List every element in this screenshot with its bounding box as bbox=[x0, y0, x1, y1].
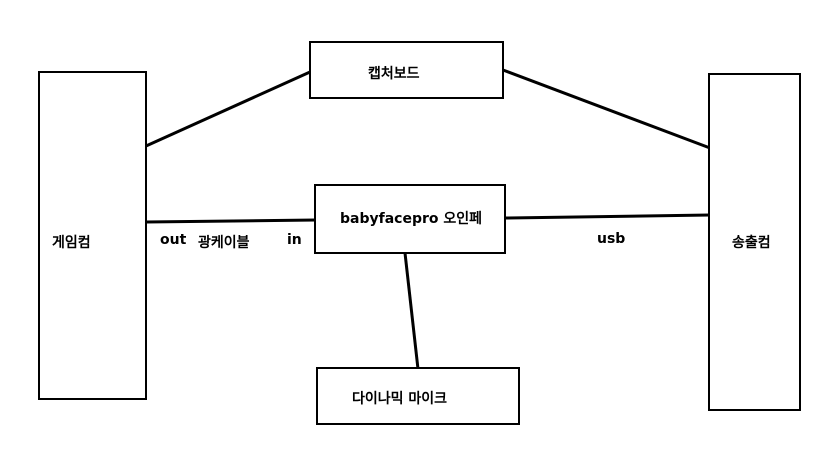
out-port-label: out bbox=[160, 232, 187, 248]
edge-game-to-capture bbox=[145, 70, 311, 148]
edge-capture-to-stream bbox=[502, 68, 711, 150]
capture-board-label: 캡처보드 bbox=[368, 66, 420, 82]
optical-cable-label: 광케이블 bbox=[198, 235, 250, 251]
usb-label: usb bbox=[597, 231, 626, 247]
game-pc-label: 게임컴 bbox=[52, 235, 91, 251]
edge-game-to-interface bbox=[145, 218, 317, 224]
dynamic-mic-label: 다이나믹 마이크 bbox=[352, 391, 448, 407]
dynamic-mic-node: 다이나믹 마이크 bbox=[316, 367, 520, 425]
capture-board-node: 캡처보드 bbox=[309, 41, 504, 99]
edge-interface-to-stream bbox=[504, 213, 711, 220]
in-port-label: in bbox=[287, 232, 302, 248]
stream-pc-label: 송출컴 bbox=[732, 235, 771, 251]
stream-pc-node: 송출컴 bbox=[708, 73, 801, 411]
game-pc-node: 게임컴 bbox=[38, 71, 147, 400]
edge-interface-to-mic bbox=[403, 252, 420, 370]
audio-interface-label: babyfacepro 오인페 bbox=[340, 211, 483, 227]
audio-interface-node: babyfacepro 오인페 bbox=[314, 184, 506, 254]
